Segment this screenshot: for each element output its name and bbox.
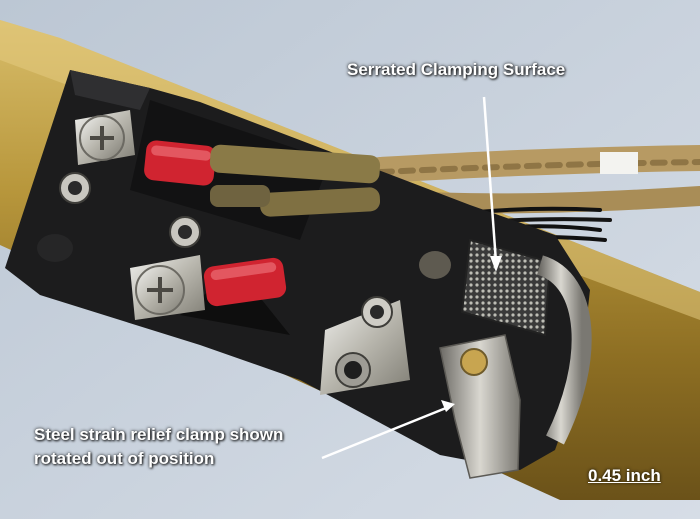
terminal-lower [130,216,205,320]
clamp-label-line2: rotated out of position [34,449,215,468]
clamp-label-line1: Steel strain relief clamp shown [34,425,284,444]
terminal-right [320,296,410,395]
sleeved-wires [209,144,381,217]
steel-strain-relief-clamp [439,255,592,479]
terminal-upper [59,110,135,204]
serrated-surface-label: Serrated Clamping Surface [347,60,566,79]
serrated-clamping-surface [460,238,552,337]
red-crimp-terminal-upper [144,140,216,186]
annotation-arrows [321,96,502,460]
red-crimp-terminal-lower [203,257,287,307]
scale-bar-label: 0.45 inch [588,466,661,485]
